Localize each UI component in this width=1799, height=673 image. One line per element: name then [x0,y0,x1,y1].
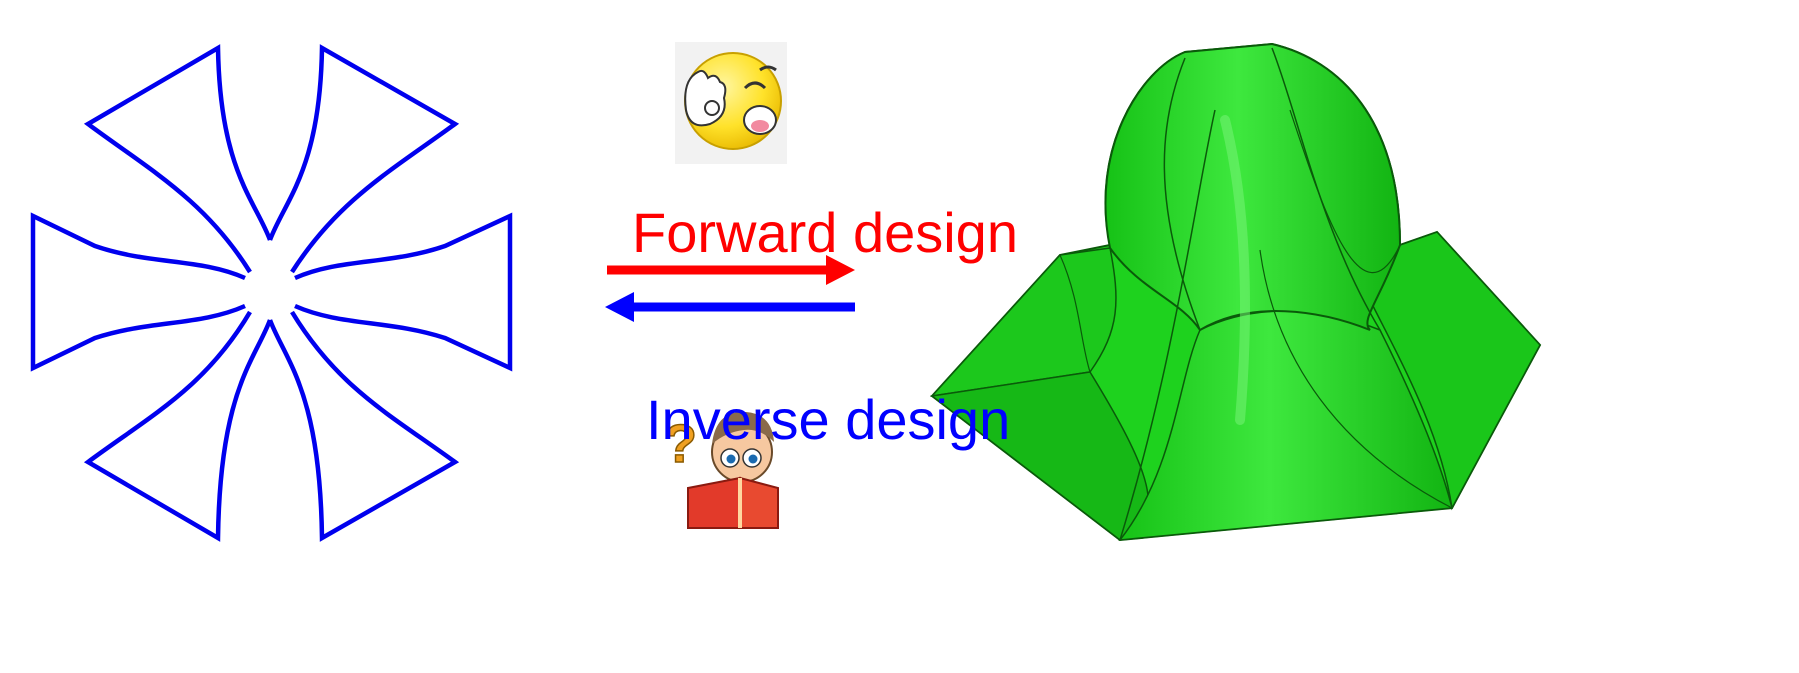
pattern-lobe-top-left [83,44,273,274]
inverse-arrow-head [605,292,634,322]
pattern-lobe-bottom-right [267,310,460,542]
pattern-lobe-right [294,212,513,372]
pattern-lobe-left [30,212,246,372]
confused-reader-icon: ? [663,411,779,530]
folded-shell-3d [930,42,1542,542]
ok-hand-emoji-icon [675,42,787,164]
pattern-lobe-top-right [267,44,460,274]
svg-text:?: ? [664,414,697,474]
inverse-design-label: Inverse design [646,388,1011,451]
forward-arrow-head [826,255,855,285]
pattern-lobe-bottom-left [83,310,273,542]
forward-design-label: Forward design [632,201,1018,264]
crease-pattern [30,44,513,542]
